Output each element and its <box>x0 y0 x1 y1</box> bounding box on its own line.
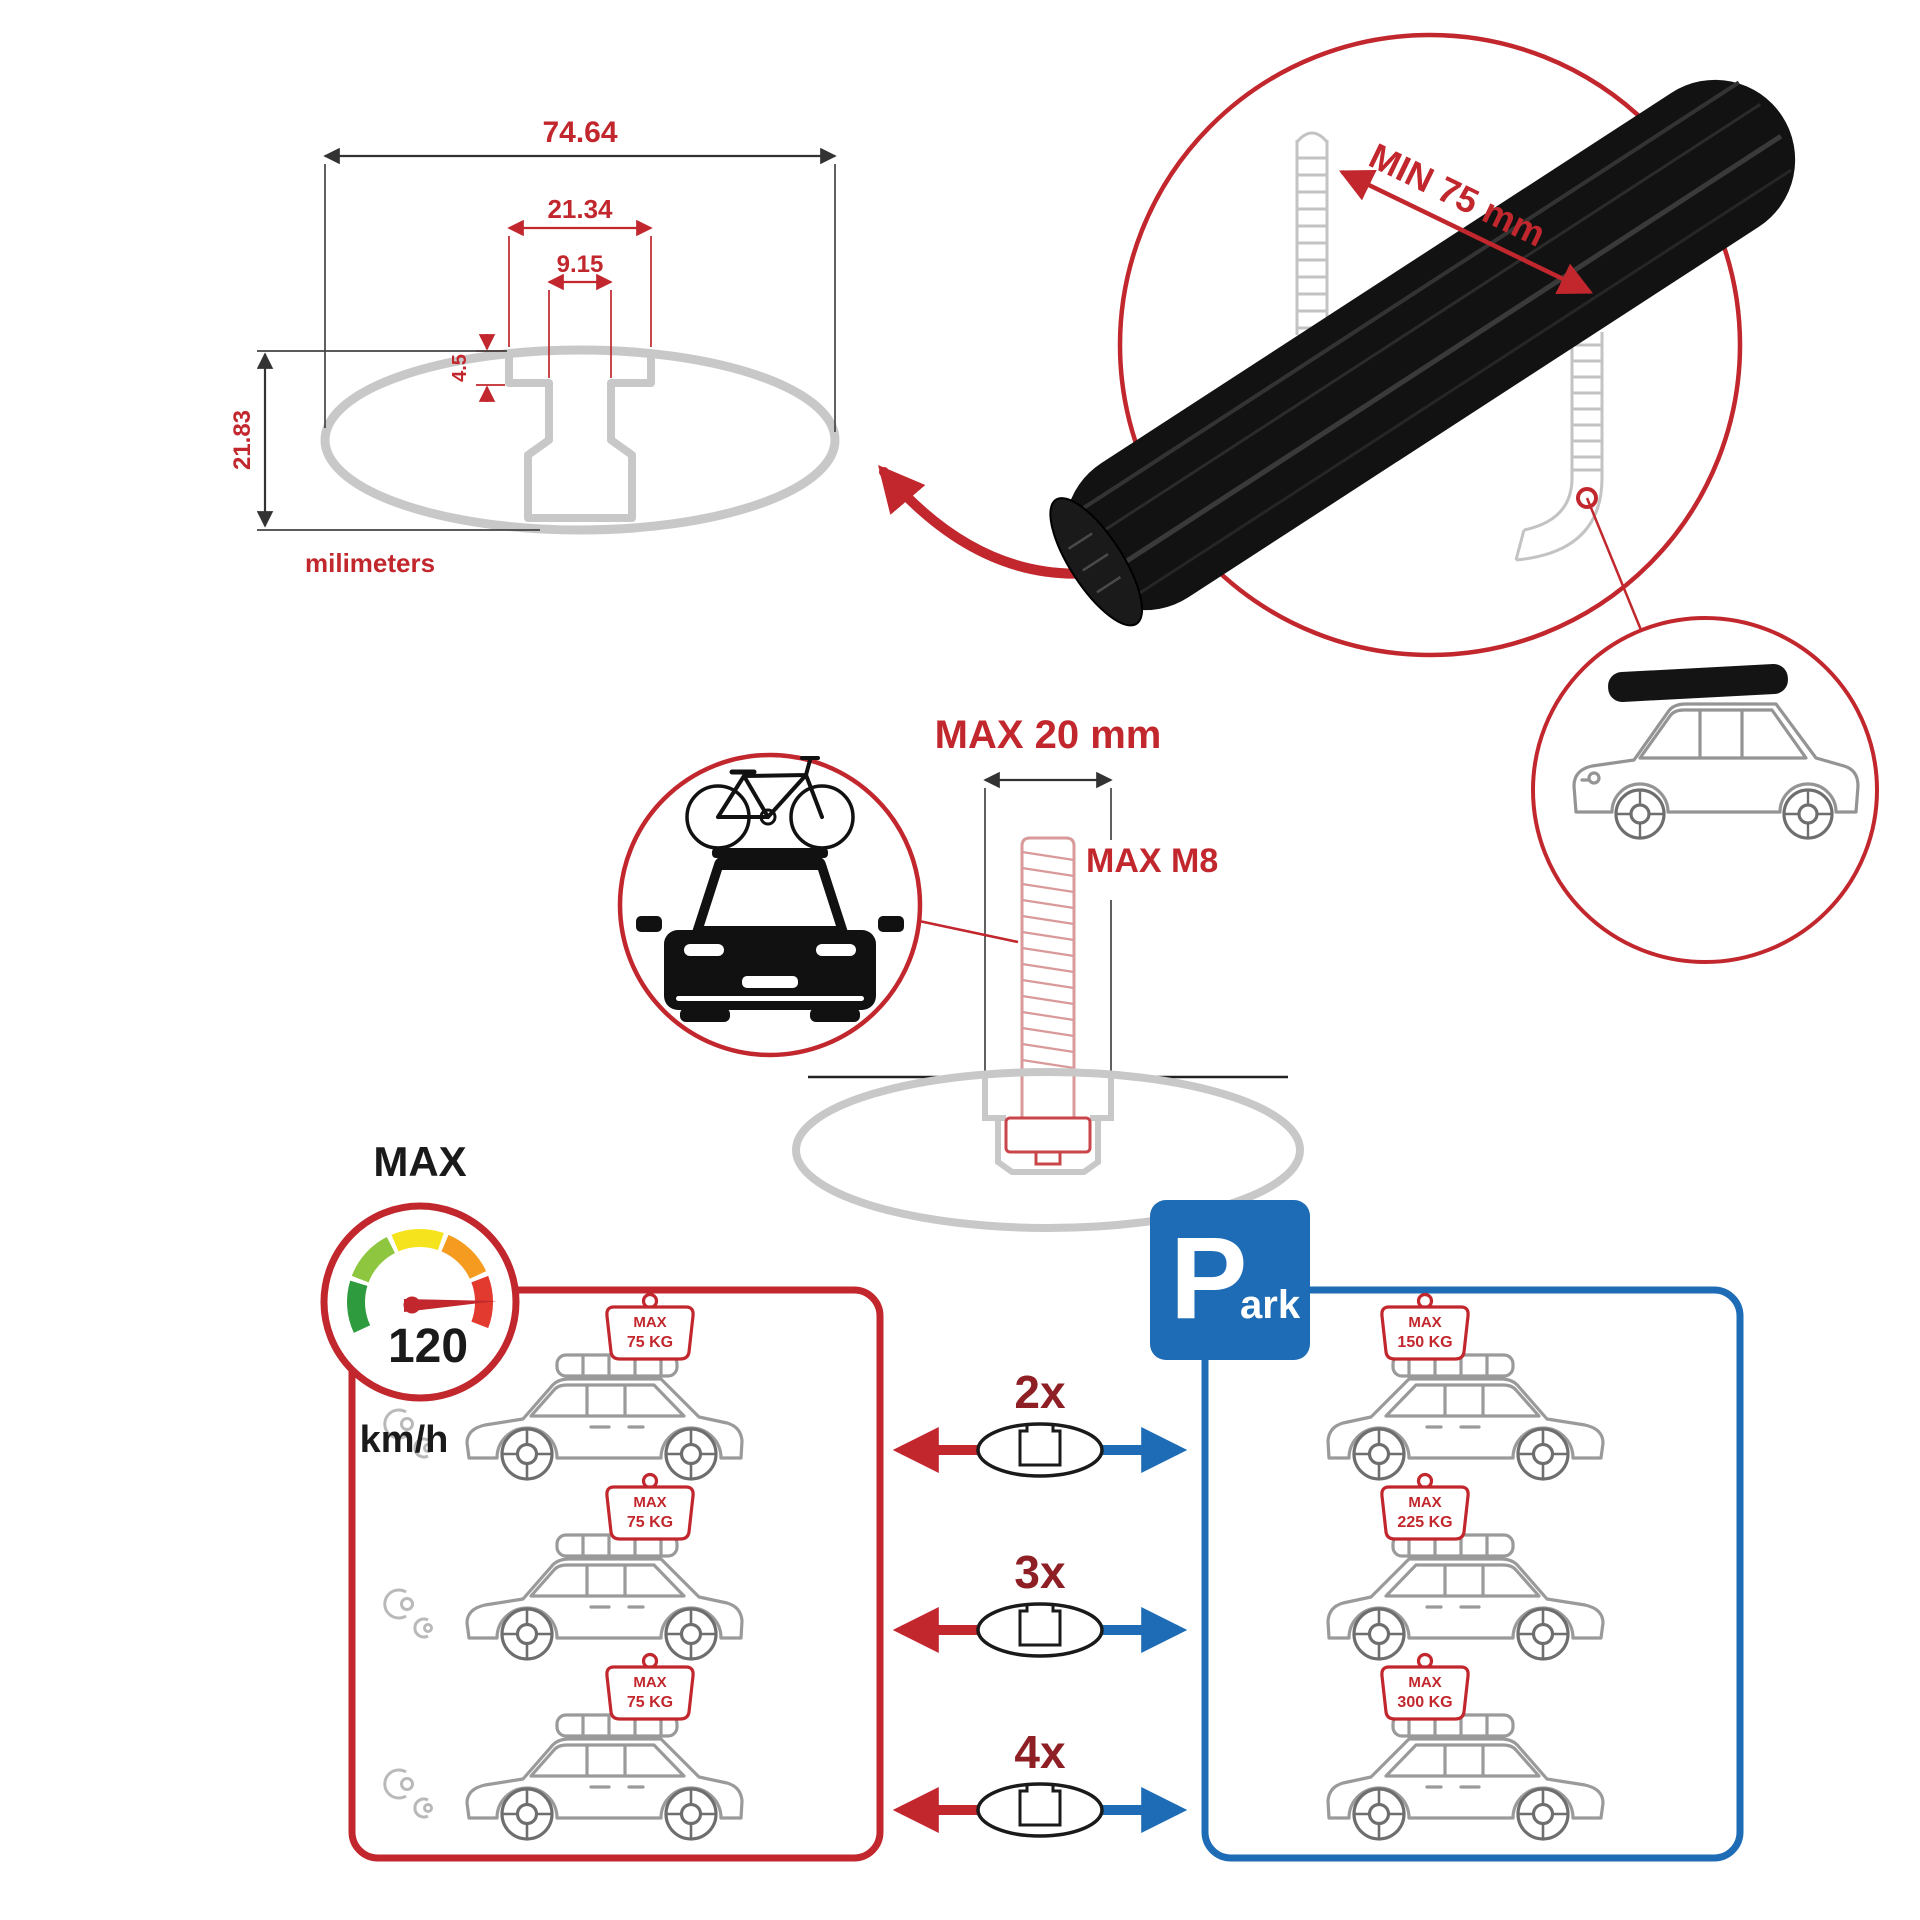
speed-gauge: MAX 120 km/h <box>320 1138 520 1461</box>
right-mirror <box>878 916 904 932</box>
gauge-value: 120 <box>388 1320 468 1373</box>
suv-roofbox <box>1608 664 1788 702</box>
gauge-needle <box>404 1299 497 1312</box>
extension-lines-channel <box>548 290 612 378</box>
t-slot-profile <box>505 353 655 522</box>
crossbar-detail-circle: MIN 75 mm <box>1049 32 1796 658</box>
gauge-arc-segments <box>347 1229 494 1333</box>
moving-cars: MAX 75 KG MAX 75 KG MAX 75 KG <box>383 1292 744 1841</box>
badge-kg-3: 75 KG <box>627 1694 673 1711</box>
extension-lines-slot <box>508 236 652 347</box>
profile-dimension-diagram: 74.64 21.34 9.15 4.5 21.83 milimeters <box>229 116 840 578</box>
car-bike-circle <box>617 752 1019 1058</box>
badge-max-4: MAX <box>1408 1314 1441 1331</box>
ghost-clamp-bolt <box>1295 131 1604 562</box>
grille <box>742 976 798 988</box>
badge-max-2: MAX <box>633 1494 666 1511</box>
suv-roofbox-circle <box>1531 616 1879 964</box>
dim-profile-height: 21.83 <box>229 410 256 470</box>
badge-kg-4: 150 KG <box>1397 1334 1452 1351</box>
extension-lines-total <box>324 164 836 432</box>
min-span-arrow <box>1338 169 1594 295</box>
bar-count-2: 3x <box>1014 1546 1066 1598</box>
leader-line-bolt <box>918 919 1019 944</box>
headlight-left <box>684 944 724 956</box>
gauge-needle-hub <box>403 1296 421 1314</box>
car-roof <box>712 848 828 858</box>
badge-max-6: MAX <box>1408 1674 1441 1691</box>
headlight-right <box>816 944 856 956</box>
leader-line-suv <box>1585 497 1643 631</box>
t-bolt-head <box>1004 1116 1092 1166</box>
bar-count-column: 2x 3x 4x <box>892 1366 1188 1838</box>
badge-kg-2: 75 KG <box>627 1514 673 1531</box>
gauge-title: MAX <box>373 1138 466 1185</box>
bolt-max-width-label: MAX 20 mm <box>935 713 1162 757</box>
park-sign: P ark <box>1150 1200 1310 1360</box>
parked-cars: MAX 150 KG MAX 225 KG MAX 300 KG <box>1326 1292 1605 1841</box>
park-sign-plate <box>1150 1200 1310 1360</box>
badge-kg-1: 75 KG <box>627 1334 673 1351</box>
badge-max-1: MAX <box>633 1314 666 1331</box>
black-crossbar <box>1049 79 1796 627</box>
profile-ellipse <box>320 345 840 535</box>
bolt-thread-label: MAX M8 <box>1086 842 1218 880</box>
dim-slot-width: 21.34 <box>547 194 613 224</box>
wheel-left <box>680 1008 730 1022</box>
car-front-silhouette <box>636 848 904 1022</box>
bolt-extension-lines <box>984 788 1112 1072</box>
extension-lines-height <box>257 350 540 531</box>
units-label: milimeters <box>305 548 435 578</box>
badge-kg-6: 300 KG <box>1397 1694 1452 1711</box>
bolt-diagram: MAX 20 mm MAX M8 <box>792 713 1304 1232</box>
bike-lineart-icon <box>685 756 855 850</box>
suv-lineart <box>1572 702 1860 840</box>
wheel-right <box>810 1008 860 1022</box>
bar-count-1: 2x <box>1014 1366 1066 1418</box>
dim-channel-width: 9.15 <box>557 251 604 278</box>
parked-load-box <box>1201 1286 1744 1862</box>
bolt-slot-ellipse <box>792 1068 1304 1232</box>
moving-load-box <box>348 1286 884 1862</box>
dim-lip-depth: 4.5 <box>449 354 471 382</box>
badge-max-3: MAX <box>633 1674 666 1691</box>
park-sign-ark: ark <box>1240 1283 1301 1327</box>
bar-count-3: 4x <box>1014 1726 1066 1778</box>
headlight <box>1587 771 1601 785</box>
gauge-unit: km/h <box>360 1419 449 1461</box>
badge-max-5: MAX <box>1408 1494 1441 1511</box>
dim-total-width: 74.64 <box>542 116 617 149</box>
bolt-slot-profile <box>982 1077 1114 1175</box>
bumper-line <box>676 996 864 1001</box>
left-mirror <box>636 916 662 932</box>
badge-kg-5: 225 KG <box>1397 1514 1452 1531</box>
park-sign-p: P <box>1170 1213 1247 1343</box>
